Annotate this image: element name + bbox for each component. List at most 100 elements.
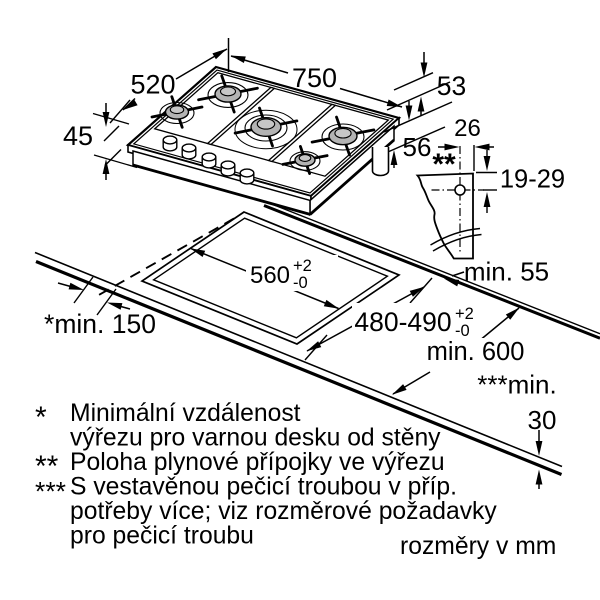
- dim-560-mask: [246, 255, 338, 291]
- dim-150-arrow-left: [68, 282, 84, 290]
- hob-knob-3-top: [201, 152, 217, 162]
- countertop-dimensions: 560 +2 -0 480-490 +2 -0 min. 600 *min. 1…: [44, 247, 557, 489]
- countertop-wall-line-thick: [263, 204, 600, 340]
- dim-45-tick-bottom: [104, 149, 122, 166]
- dim-520-label: 520: [130, 70, 175, 100]
- dim-750-label: 750: [292, 63, 337, 93]
- dim-750-arrow-left: [230, 55, 246, 63]
- burner-right-back-ring: [321, 123, 365, 151]
- hob-gas-pipe: [371, 147, 390, 177]
- legend-marker-1: *: [35, 401, 47, 434]
- dim-56-arrow-down: [405, 105, 413, 121]
- dim-53-line-upper: [393, 72, 434, 91]
- dim-30-arrow-up: [535, 469, 543, 485]
- dim-600-arrow-lower: [392, 384, 407, 395]
- dim-53-arrow-down: [420, 62, 428, 78]
- dim-480-tick-upper: [409, 277, 433, 304]
- dim-150-label: *min. 150: [44, 309, 156, 339]
- dim-480-arrow-lower: [306, 341, 322, 352]
- cutout-outline-outer: [140, 211, 401, 345]
- burner-right-front-arm: [298, 145, 305, 156]
- dim-26-arrow-right: [474, 143, 490, 151]
- dim-1929-arrow-up: [483, 192, 491, 207]
- dim-560-arrow-right: [323, 299, 339, 309]
- dim-30-value: 30: [528, 405, 557, 435]
- projection-dashed-line: [96, 217, 235, 297]
- hob-knob-1-top: [162, 135, 178, 145]
- dim-30-arrow-down: [535, 441, 543, 456]
- dim-150-arrow-right: [107, 302, 123, 310]
- dim-560-tol-minus: -0: [293, 274, 308, 292]
- dim-560-tol-plus: +2: [293, 257, 312, 275]
- dim-520-line-lower: [122, 97, 136, 111]
- gas-detail-marker: **: [432, 148, 456, 181]
- hob-dimensions: 750 520 45 53 56: [63, 38, 466, 180]
- dim-480-label: 480-490: [354, 307, 451, 337]
- dim-1929-label: 19-29: [500, 166, 565, 194]
- dim-750-arrow-right: [386, 99, 402, 107]
- dim-480-tol-minus: -0: [455, 322, 470, 340]
- countertop-wall-line-thin: [263, 200, 600, 335]
- burner-left-back-ring: [207, 82, 249, 108]
- burner-center-wok-ring: [244, 114, 288, 142]
- burner-center-wok-cap-top: [256, 118, 276, 130]
- burner-right-front-ring: [289, 151, 321, 171]
- legend-units-note: rozměry v mm: [400, 533, 556, 560]
- burner-left-front-arm: [170, 95, 177, 107]
- dim-45-label: 45: [63, 121, 93, 151]
- dim-26-arrow-left: [444, 143, 460, 151]
- burner-left-front-cap-top: [169, 105, 185, 115]
- gas-detail-break-arc-1: [430, 227, 481, 246]
- burner-center-wok-arm: [258, 106, 265, 120]
- dim-480-tick-lower: [304, 334, 328, 361]
- dim-53-label: 53: [437, 71, 466, 101]
- gas-detail-shape: [415, 172, 474, 260]
- dim-53-arrow-up: [417, 96, 425, 112]
- burner-center-wok-outer-ring: [234, 109, 298, 150]
- legend-line-2: výřezu pro varnou desku od stěny: [70, 424, 441, 451]
- dim-520-arrow-top: [212, 48, 227, 60]
- hob-divider-left: [206, 86, 276, 146]
- dim-55-label: min. 55: [464, 257, 549, 287]
- cutout-outline-inner: [152, 217, 389, 339]
- gas-detail-break-arc-2: [432, 233, 482, 252]
- dim-480-tol-plus: +2: [455, 305, 474, 323]
- dim-56-line-upper: [383, 101, 453, 133]
- dim-600-label: min. 600: [427, 338, 525, 366]
- dim-150-tick-left: [73, 276, 94, 304]
- gas-connection-detail: 26 ** 19-29 min. 55: [415, 115, 565, 287]
- hob-glass-inner-rim: [132, 69, 395, 194]
- dim-560-label: 560: [250, 262, 290, 289]
- countertop: [34, 200, 600, 476]
- dim-55-arrow-shaft: [451, 271, 465, 277]
- dim-45-extension-top: [92, 112, 130, 125]
- legend-line-5: potřeby více; viz rozměrové požadavky: [70, 498, 497, 525]
- dim-480-arrow-upper: [409, 286, 425, 297]
- burner-left-back-cap-top: [219, 86, 237, 97]
- legend-line-6: pro pečicí troubu: [70, 522, 254, 549]
- dim-150-tick-right: [96, 288, 117, 316]
- burner-right-front-cap-top: [298, 154, 312, 162]
- burner-left-back-arm: [236, 86, 259, 94]
- legend: * ** *** Minimální vzdálenost výřezu pro…: [35, 400, 556, 560]
- dim-600-arrow-upper: [505, 307, 520, 320]
- burner-left-front-ring: [159, 101, 195, 125]
- burner-left-back-arm: [220, 74, 227, 88]
- countertop-front-edge-top: [34, 251, 563, 468]
- dim-45-arrow-down: [102, 112, 110, 127]
- gas-connection-point: [454, 184, 466, 196]
- dim-45-extension-bottom: [93, 154, 138, 169]
- dim-1929-arrow-down: [483, 156, 491, 171]
- legend-marker-3: ***: [35, 476, 66, 506]
- dim-520-arrow-bottom: [123, 99, 138, 110]
- dim-53-line-lower: [386, 81, 451, 111]
- legend-line-1: Minimální vzdálenost: [70, 400, 301, 427]
- dim-56-arrow-up: [390, 150, 398, 165]
- burner-right-back-arm: [335, 115, 342, 130]
- dim-45-tick-top: [103, 125, 120, 142]
- countertop-front-edge-bottom: [35, 260, 563, 476]
- dim-30-label: ***min.: [477, 370, 556, 400]
- dim-55-arrow: [444, 278, 460, 287]
- dim-600-mask: [424, 338, 526, 366]
